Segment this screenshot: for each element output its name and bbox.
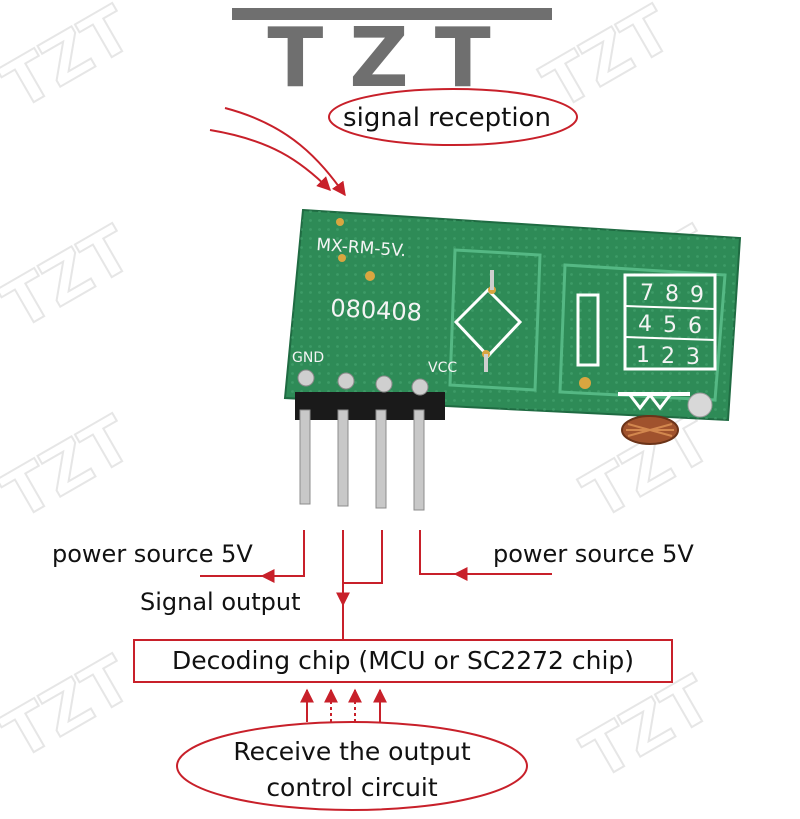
gnd-label: GND bbox=[292, 350, 324, 366]
watermark: TZT bbox=[531, 0, 684, 124]
logo-bar bbox=[232, 8, 552, 20]
receive-output-line2: control circuit bbox=[266, 773, 438, 802]
keypad-key: 7 bbox=[640, 281, 654, 306]
watermark: TZT bbox=[0, 213, 144, 344]
pin-header bbox=[295, 369, 445, 511]
keypad-grid: 7 8 9 4 5 6 1 2 3 bbox=[623, 273, 717, 371]
keypad-key: 8 bbox=[665, 282, 679, 307]
vcc-label: VCC bbox=[428, 360, 457, 376]
pcb-board: MX-RM-5V. 080408 GND VCC 7 8 9 4 5 6 1 2… bbox=[283, 208, 742, 445]
signal-arrow-2 bbox=[224, 107, 346, 197]
keypad-key: 5 bbox=[663, 313, 677, 338]
logo-text: TZT bbox=[267, 11, 516, 106]
signal-reception-label: signal reception bbox=[343, 103, 551, 133]
vcc-wire bbox=[419, 530, 552, 575]
output-arrows bbox=[300, 688, 387, 722]
receive-output-ellipse bbox=[176, 721, 528, 811]
decoding-chip-label: Decoding chip (MCU or SC2272 chip) bbox=[172, 646, 634, 675]
power-right-label: power source 5V bbox=[493, 540, 694, 568]
watermark: TZT bbox=[0, 403, 144, 534]
data-wire-2 bbox=[343, 530, 383, 584]
watermark: TZT bbox=[0, 643, 144, 774]
signal-reception-ellipse bbox=[328, 88, 578, 146]
watermark: TZT bbox=[0, 0, 144, 124]
keypad-key: 2 bbox=[661, 344, 675, 369]
keypad-key: 4 bbox=[638, 312, 652, 337]
keypad-key: 1 bbox=[636, 343, 650, 368]
keypad-key: 9 bbox=[690, 283, 704, 308]
wiring bbox=[200, 530, 552, 640]
decoding-chip-box bbox=[133, 639, 673, 683]
board-code-text: 080408 bbox=[330, 294, 423, 327]
receive-output-line1: Receive the output bbox=[233, 737, 470, 766]
power-left-label: power source 5V bbox=[52, 540, 253, 568]
signal-output-label: Signal output bbox=[140, 588, 301, 616]
keypad-key: 3 bbox=[686, 345, 700, 370]
gnd-wire bbox=[260, 530, 305, 583]
resistor-outline bbox=[576, 293, 600, 367]
signal-arrow-1 bbox=[209, 129, 331, 191]
keypad-key: 6 bbox=[688, 314, 702, 339]
